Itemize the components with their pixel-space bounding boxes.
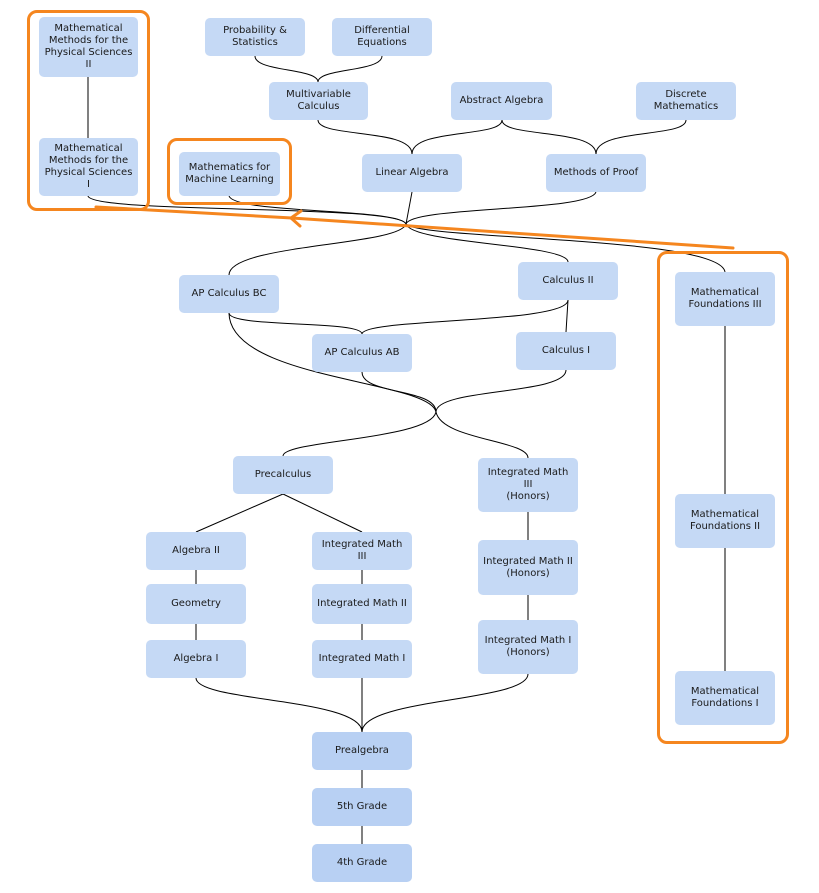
- edge-precalc-alg2: [195, 493, 284, 533]
- node-discrete[interactable]: Discrete Mathematics: [636, 82, 736, 120]
- edge-diffeq-multi: [317, 55, 383, 83]
- node-diffeq[interactable]: Differential Equations: [332, 18, 432, 56]
- node-mmps1[interactable]: Mathematical Methods for the Physical Sc…: [39, 138, 138, 196]
- edge-alg1-prealg: [195, 677, 363, 733]
- node-abstract[interactable]: Abstract Algebra: [451, 82, 552, 120]
- node-precalc[interactable]: Precalculus: [233, 456, 333, 494]
- node-mmps2[interactable]: Mathematical Methods for the Physical Sc…: [39, 17, 138, 77]
- node-calc1[interactable]: Calculus I: [516, 332, 616, 370]
- node-g5[interactable]: 5th Grade: [312, 788, 412, 826]
- edge-multi-linalg: [317, 119, 413, 155]
- edge-hub2-im3h: [435, 411, 529, 459]
- edge-calc2-calc1: [565, 299, 569, 333]
- node-alg2[interactable]: Algebra II: [146, 532, 246, 570]
- edge-hub2-precalc: [282, 411, 437, 457]
- edge-discrete-proof: [595, 119, 687, 155]
- edge-calc1-hub2: [435, 369, 567, 413]
- edge-precalc-im3: [282, 493, 363, 533]
- edge-hub-mf3: [405, 223, 726, 273]
- node-im1[interactable]: Integrated Math I: [312, 640, 412, 678]
- edge-im1h-prealg: [361, 673, 529, 733]
- edge-apab-hub2: [361, 371, 437, 413]
- edge-proof-hub: [405, 191, 597, 225]
- node-im2h[interactable]: Integrated Math II (Honors): [478, 540, 578, 595]
- annotation-arrow: [94, 205, 735, 250]
- node-geom[interactable]: Geometry: [146, 584, 246, 624]
- node-mf2[interactable]: Mathematical Foundations II: [675, 494, 775, 548]
- node-multi[interactable]: Multivariable Calculus: [269, 82, 368, 120]
- edge-abstract-linalg: [411, 119, 503, 155]
- edge-apbc-apab: [228, 312, 363, 335]
- node-alg1[interactable]: Algebra I: [146, 640, 246, 678]
- node-g4[interactable]: 4th Grade: [312, 844, 412, 882]
- node-mf3[interactable]: Mathematical Foundations III: [675, 272, 775, 326]
- node-im1h[interactable]: Integrated Math I (Honors): [478, 620, 578, 674]
- edge-calc2-apab: [361, 299, 569, 335]
- node-calc2[interactable]: Calculus II: [518, 262, 618, 300]
- node-im2[interactable]: Integrated Math II: [312, 584, 412, 624]
- node-prob[interactable]: Probability & Statistics: [205, 18, 305, 56]
- edge-prob-multi: [254, 55, 319, 83]
- edge-abstract-proof: [501, 119, 597, 155]
- node-apbc[interactable]: AP Calculus BC: [179, 275, 279, 313]
- node-prealg[interactable]: Prealgebra: [312, 732, 412, 770]
- annotation-arrow-head: [289, 209, 303, 228]
- node-proof[interactable]: Methods of Proof: [546, 154, 646, 192]
- node-linalg[interactable]: Linear Algebra: [362, 154, 462, 192]
- edge-ml-hub: [228, 195, 407, 225]
- annotation-arrow-line: [94, 205, 735, 250]
- node-apab[interactable]: AP Calculus AB: [312, 334, 412, 372]
- edge-apbc-hub2: [228, 312, 437, 413]
- node-ml[interactable]: Mathematics for Machine Learning: [179, 152, 280, 196]
- edge-hub-apbc: [228, 223, 407, 276]
- edge-hub-calc2: [405, 223, 569, 263]
- node-im3h[interactable]: Integrated Math III (Honors): [478, 458, 578, 512]
- edge-linalg-hub: [405, 191, 413, 225]
- node-im3[interactable]: Integrated Math III: [312, 532, 412, 570]
- node-mf1[interactable]: Mathematical Foundations I: [675, 671, 775, 725]
